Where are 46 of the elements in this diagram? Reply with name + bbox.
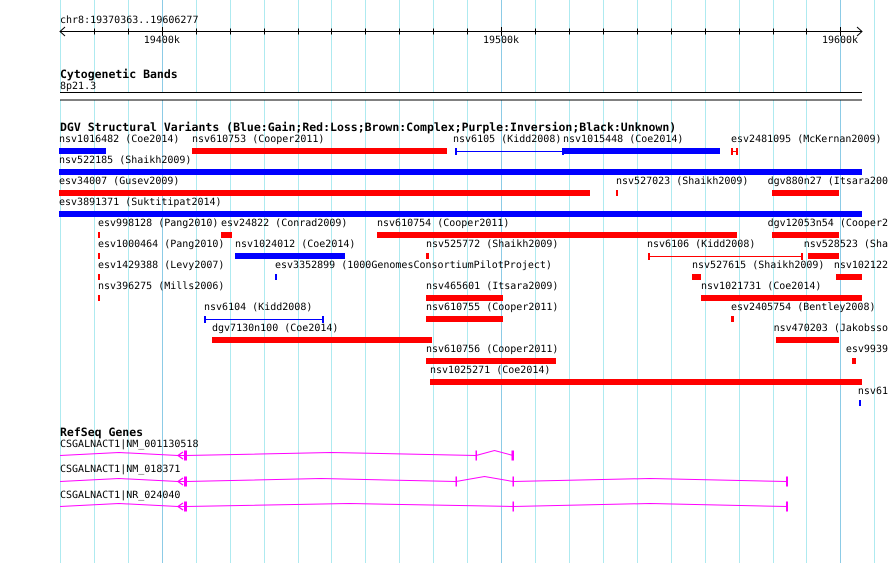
feature-label: nsv527615 (Shaikh2009) (692, 260, 824, 272)
feature-label: nsv1024012 (Coe2014) (235, 239, 356, 251)
feature-label: nsv1021731 (Coe2014) (701, 281, 822, 293)
ruler-tick-label: 19600k (822, 35, 858, 47)
feature-label: esv2405754 (Bentley2008) (731, 302, 876, 314)
ruler-tick-label: 19500k (482, 35, 520, 47)
feature-label: esv1429388 (Levy2007) (98, 260, 224, 272)
feature-label: esv34007 (Gusev2009) (59, 176, 180, 188)
feature-label: nsv610756 (Cooper2011) (426, 344, 558, 356)
feature-label: nsv470203 (Jakobsso (774, 323, 888, 335)
region-label: chr8:19370363..19606277 (60, 15, 198, 27)
feature-label: dgv12053n54 (Cooper2 (768, 218, 888, 230)
feature-label: esv2481095 (McKernan2009) (731, 134, 882, 146)
transcript-label: CSGALNACT1|NM_001130518 (60, 439, 198, 451)
feature-label: esv1000464 (Pang2010) (98, 239, 224, 251)
feature-label: nsv525772 (Shaikh2009) (426, 239, 558, 251)
track-title: DGV Structural Variants (Blue:Gain;Red:Loss;Brown:Complex;Purple:Inversion;Black:Unknown) (60, 120, 676, 134)
feature-label: nsv1025271 (Coe2014) (430, 365, 550, 377)
feature-label: nsv527023 (Shaikh2009) (616, 176, 748, 188)
feature-label: dgv7130n100 (Coe2014) (212, 323, 338, 335)
feature-label: esv998128 (Pang2010) (98, 218, 218, 230)
feature-label: nsv6105 (Kidd2008) (453, 134, 562, 146)
transcript-label: CSGALNACT1|NR_024040 (60, 490, 180, 502)
feature-label: esv9939 (846, 344, 888, 356)
feature-label: nsv522185 (Shaikh2009) (59, 155, 192, 167)
feature-label: nsv528523 (Sha (804, 239, 888, 251)
feature-label: esv3352899 (1000GenomesConsortiumPilotProject) (275, 260, 552, 272)
band-label: 8p21.3 (60, 80, 96, 92)
feature-label: nsv6106 (Kidd2008) (647, 239, 756, 251)
transcript-label: CSGALNACT1|NM_018371 (60, 464, 180, 476)
feature-label: nsv61 (858, 386, 888, 398)
track-title: Cytogenetic Bands (60, 68, 178, 80)
feature-label: nsv396275 (Mills2006) (98, 281, 224, 293)
ruler-tick-label: 19400k (144, 35, 180, 47)
feature-label: nsv1015448 (Coe2014) (563, 134, 684, 146)
track-title: RefSeq Genes (60, 426, 144, 439)
feature-label: esv3891371 (Suktitipat2014) (59, 197, 222, 209)
feature-label: nsv102122 (834, 260, 888, 272)
feature-label: dgv880n27 (Itsara200 (768, 176, 888, 188)
feature-label: esv24822 (Conrad2009) (221, 218, 348, 230)
feature-label: nsv610754 (Cooper2011) (377, 218, 510, 230)
feature-label: nsv610753 (Cooper2011) (192, 134, 324, 146)
feature-label: nsv465601 (Itsara2009) (426, 281, 558, 293)
feature-label: nsv1016482 (Coe2014) (59, 134, 180, 146)
feature-label: nsv6104 (Kidd2008) (204, 302, 312, 314)
feature-label: nsv610755 (Cooper2011) (426, 302, 558, 314)
